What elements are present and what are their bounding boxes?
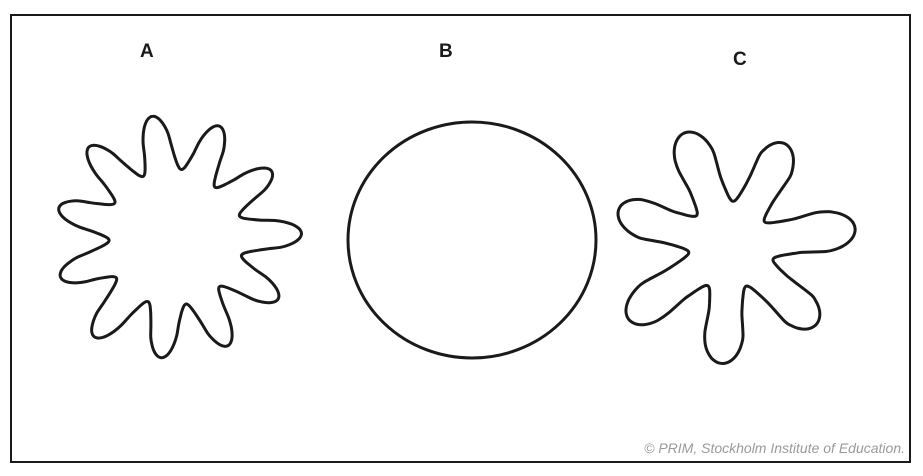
label-a: A	[140, 41, 154, 63]
shape-b-oval	[348, 122, 596, 358]
shape-a-wavy-outline	[59, 116, 302, 357]
shape-c-star-outline	[618, 132, 855, 364]
label-c: C	[733, 49, 747, 71]
copyright-credit: © PRIM, Stockholm Institute of Education…	[644, 440, 905, 456]
label-b: B	[439, 41, 453, 63]
